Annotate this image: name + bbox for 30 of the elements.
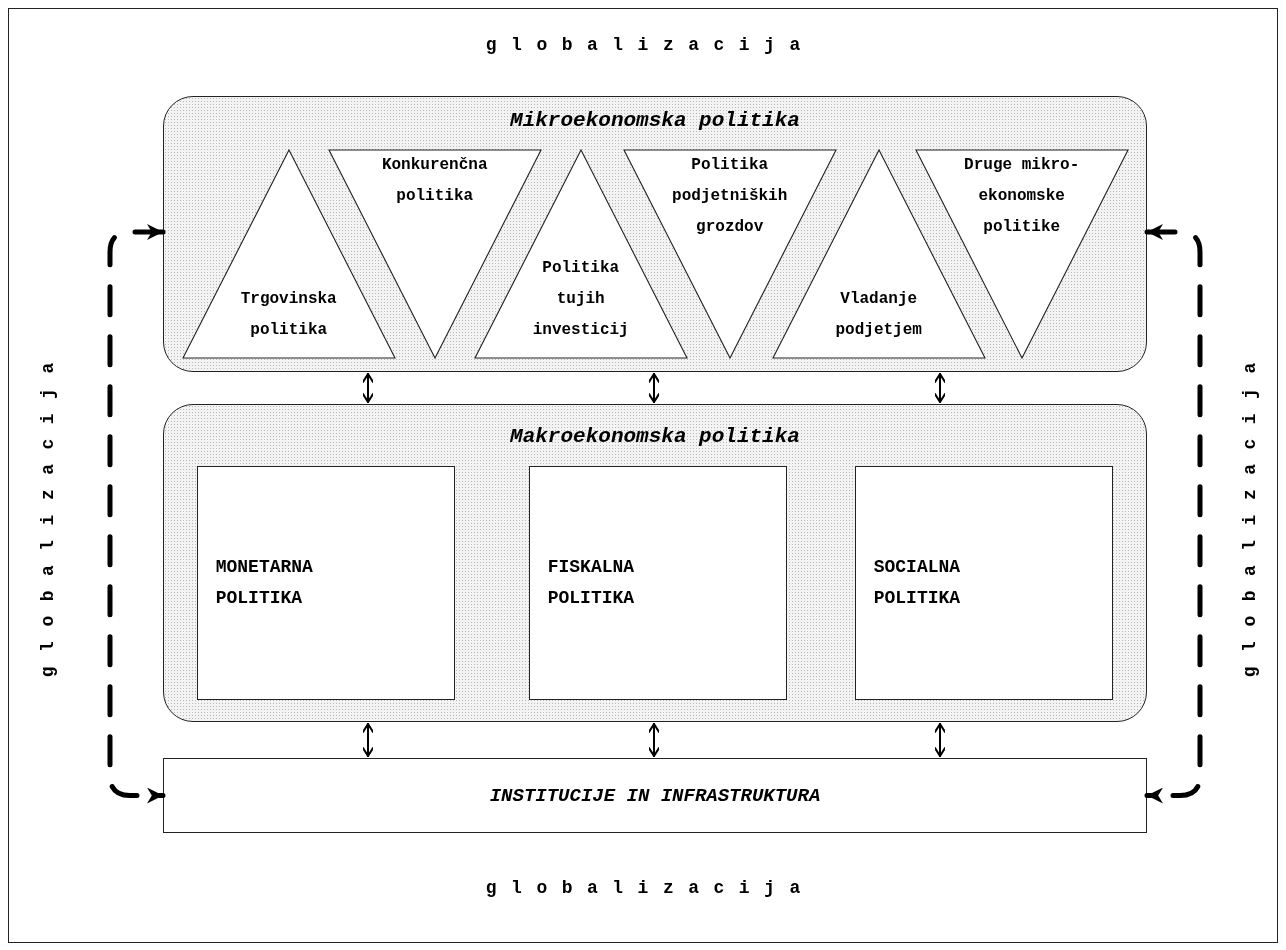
double-arrow [934, 723, 946, 757]
policy-box [196, 465, 455, 700]
dashed-arrow [1144, 224, 1203, 804]
box-label: MONETARNA POLITIKA [215, 555, 314, 610]
side-label: globalizacija [484, 878, 815, 898]
panel-title: Mikroekonomska politika [509, 109, 801, 132]
box-label: INSTITUCIJE IN INFRASTRUKTURA [489, 784, 821, 807]
triangle-label: Druge mikro-ekonomske politike [963, 154, 1081, 238]
double-arrow [648, 373, 660, 403]
panel [163, 404, 1147, 722]
foundation-box [163, 758, 1147, 833]
triangle-label: Politika podjetniških grozdov [671, 154, 789, 238]
side-label: globalizacija [38, 348, 58, 680]
double-arrow [362, 373, 374, 403]
double-arrow [362, 723, 374, 757]
box-label: FISKALNA POLITIKA [547, 555, 636, 610]
panel-title: Makroekonomska politika [509, 425, 801, 448]
policy-box [528, 465, 787, 700]
double-arrow [648, 723, 660, 757]
policy-box [854, 465, 1113, 700]
dashed-arrow [107, 224, 166, 804]
triangle-label: Konkurenčna politika [380, 154, 489, 207]
triangle-label: Politika tujih investicij [531, 257, 630, 341]
panel [163, 96, 1147, 372]
triangle-label: Vladanje podjetjem [834, 288, 923, 341]
box-label: SOCIALNA POLITIKA [873, 555, 962, 610]
side-label: globalizacija [1240, 348, 1260, 680]
double-arrow [934, 373, 946, 403]
triangle-label: Trgovinska politika [239, 288, 338, 341]
side-label: globalizacija [484, 35, 815, 55]
